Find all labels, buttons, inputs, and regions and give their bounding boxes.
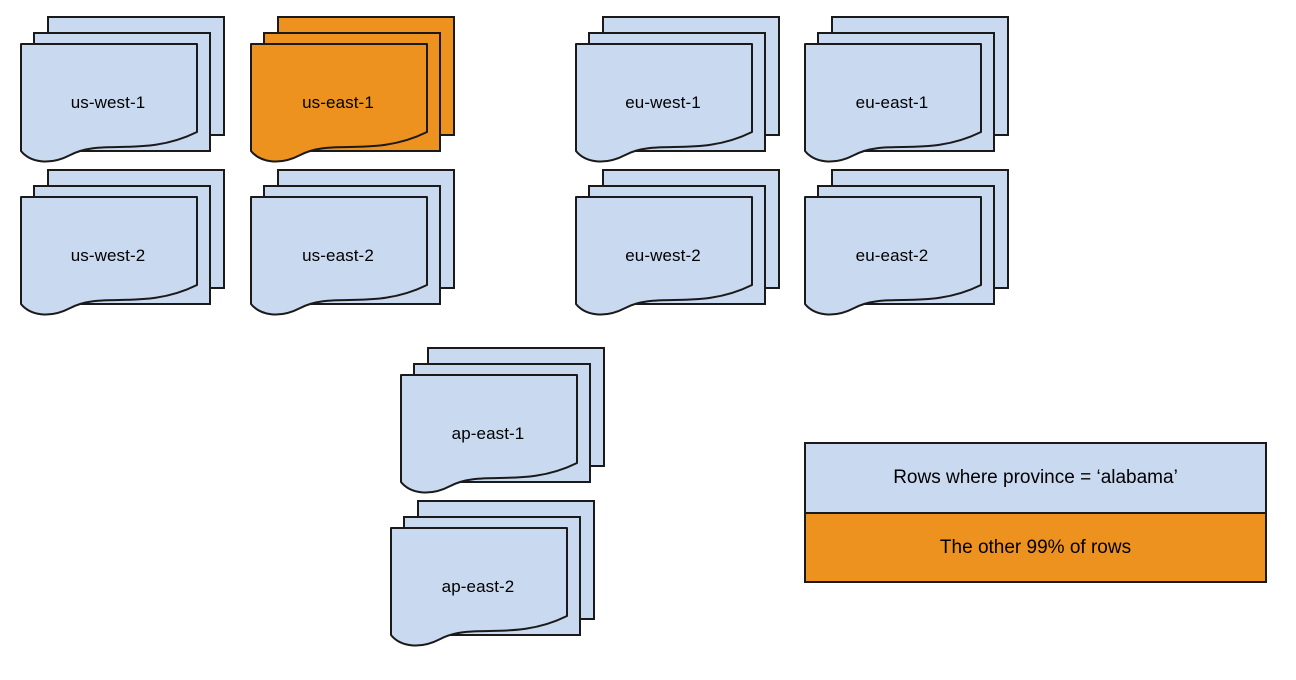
legend-item-orange: The other 99% of rows <box>806 514 1265 581</box>
region-stack-shape <box>250 169 455 316</box>
stack-layer-front <box>250 43 428 163</box>
region-stack-eu-east-2[interactable]: eu-east-2 <box>804 169 1009 316</box>
stack-layer-front <box>804 43 982 163</box>
region-stack-eu-east-1[interactable]: eu-east-1 <box>804 16 1009 163</box>
stack-layer-front <box>20 196 198 316</box>
region-stack-shape <box>20 16 225 163</box>
region-stack-us-east-2[interactable]: us-east-2 <box>250 169 455 316</box>
region-stack-shape <box>575 16 780 163</box>
region-stack-shape <box>390 500 595 647</box>
region-stack-us-west-2[interactable]: us-west-2 <box>20 169 225 316</box>
region-stack-us-west-1[interactable]: us-west-1 <box>20 16 225 163</box>
legend-item-blue: Rows where province = ‘alabama’ <box>806 444 1265 514</box>
region-stack-ap-east-1[interactable]: ap-east-1 <box>400 347 605 494</box>
legend-label-orange: The other 99% of rows <box>939 536 1132 558</box>
stack-layer-front <box>804 196 982 316</box>
region-stack-ap-east-2[interactable]: ap-east-2 <box>390 500 595 647</box>
stack-layer-front <box>400 374 578 494</box>
legend: Rows where province = ‘alabama’ The othe… <box>804 442 1267 583</box>
region-stack-eu-west-1[interactable]: eu-west-1 <box>575 16 780 163</box>
stack-layer-front <box>575 196 753 316</box>
region-stack-shape <box>804 16 1009 163</box>
stack-layer-front <box>20 43 198 163</box>
region-stack-us-east-1[interactable]: us-east-1 <box>250 16 455 163</box>
region-stack-shape <box>250 16 455 163</box>
region-stack-shape <box>400 347 605 494</box>
stack-layer-front <box>575 43 753 163</box>
region-stack-eu-west-2[interactable]: eu-west-2 <box>575 169 780 316</box>
stack-layer-front <box>390 527 568 647</box>
legend-label-blue: Rows where province = ‘alabama’ <box>893 467 1178 488</box>
region-stack-shape <box>575 169 780 316</box>
stack-layer-front <box>250 196 428 316</box>
region-stack-shape <box>20 169 225 316</box>
region-stack-shape <box>804 169 1009 316</box>
